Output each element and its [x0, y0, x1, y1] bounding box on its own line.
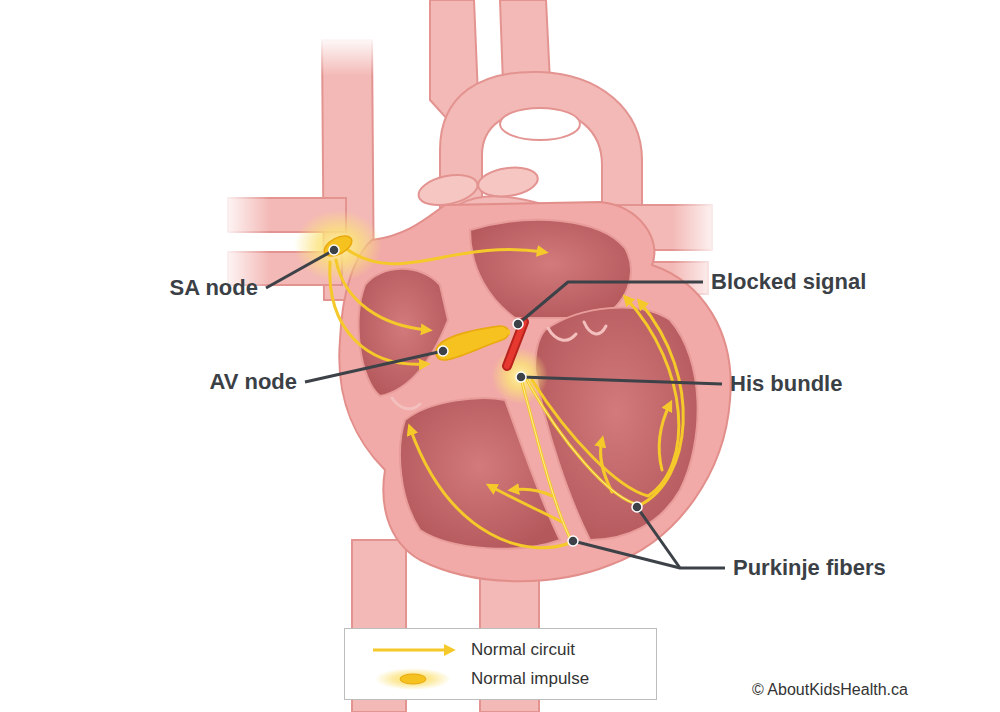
leader-lines	[518, 282, 703, 324]
legend-sample	[371, 668, 463, 690]
conduction-paths	[345, 248, 544, 264]
part-label: Purkinje fibers	[733, 555, 886, 580]
leader-dots	[513, 319, 523, 329]
conduction-paths	[410, 382, 572, 548]
conduction-paths	[659, 404, 670, 470]
leader-lines	[521, 377, 722, 384]
valve-rings	[416, 170, 481, 210]
leader-dots	[516, 372, 526, 382]
valve-rings	[476, 164, 539, 200]
leader-dots	[632, 502, 642, 512]
part-label: Blocked signal	[711, 269, 866, 294]
leader-dots	[438, 346, 448, 356]
part-label: SA node	[170, 275, 258, 300]
legend-row: Normal impulse	[371, 664, 656, 693]
left-atrium	[470, 220, 631, 318]
legend-text: Normal impulse	[471, 669, 589, 689]
leader-lines	[573, 541, 680, 568]
conduction-paths	[330, 248, 684, 548]
leader-dots	[329, 245, 642, 546]
heart-wall	[339, 202, 730, 581]
heart-valves	[548, 328, 576, 340]
leader-lines	[266, 250, 725, 568]
valve-rings	[416, 164, 540, 210]
leader-lines	[637, 507, 725, 568]
legend-box: Normal circuitNormal impulse	[344, 628, 657, 700]
his-bundle-link	[502, 332, 510, 333]
leader-lines	[266, 250, 334, 288]
copyright-watermark: © AboutKidsHealth.ca	[752, 681, 908, 699]
part-label: AV node	[209, 369, 297, 394]
legend-arrow-sample	[373, 648, 451, 651]
impulse-glows	[294, 210, 548, 404]
legend-glow-core	[400, 674, 426, 684]
conduction-paths	[532, 298, 679, 496]
legend-row: Normal circuit	[371, 635, 656, 664]
av-node	[436, 326, 509, 360]
heart-valves	[584, 322, 606, 334]
part-label: His bundle	[730, 371, 842, 396]
legend-glow-sample	[375, 668, 451, 690]
legend-text: Normal circuit	[471, 640, 575, 660]
conduction-highlight	[522, 380, 640, 542]
conduction-paths	[490, 486, 562, 522]
conduction-paths	[330, 262, 426, 364]
impulse-glows	[492, 348, 548, 404]
conduction-paths	[512, 489, 552, 496]
heart-chambers	[359, 220, 698, 549]
leader-lines	[305, 351, 443, 382]
conduction-paths	[600, 440, 612, 492]
conduction-highlight	[527, 380, 640, 505]
vessel-fades	[310, 36, 386, 76]
conduction-paths	[527, 302, 683, 505]
leader-dots	[568, 536, 578, 546]
conduction-highlight	[522, 382, 572, 542]
heart-valves	[392, 398, 420, 409]
conduction-paths	[336, 260, 428, 330]
aortic-arch-opening	[500, 108, 580, 140]
right-atrium	[359, 269, 448, 396]
legend-sample	[371, 639, 463, 661]
leader-dots	[329, 245, 339, 255]
left-ventricle	[535, 308, 698, 540]
